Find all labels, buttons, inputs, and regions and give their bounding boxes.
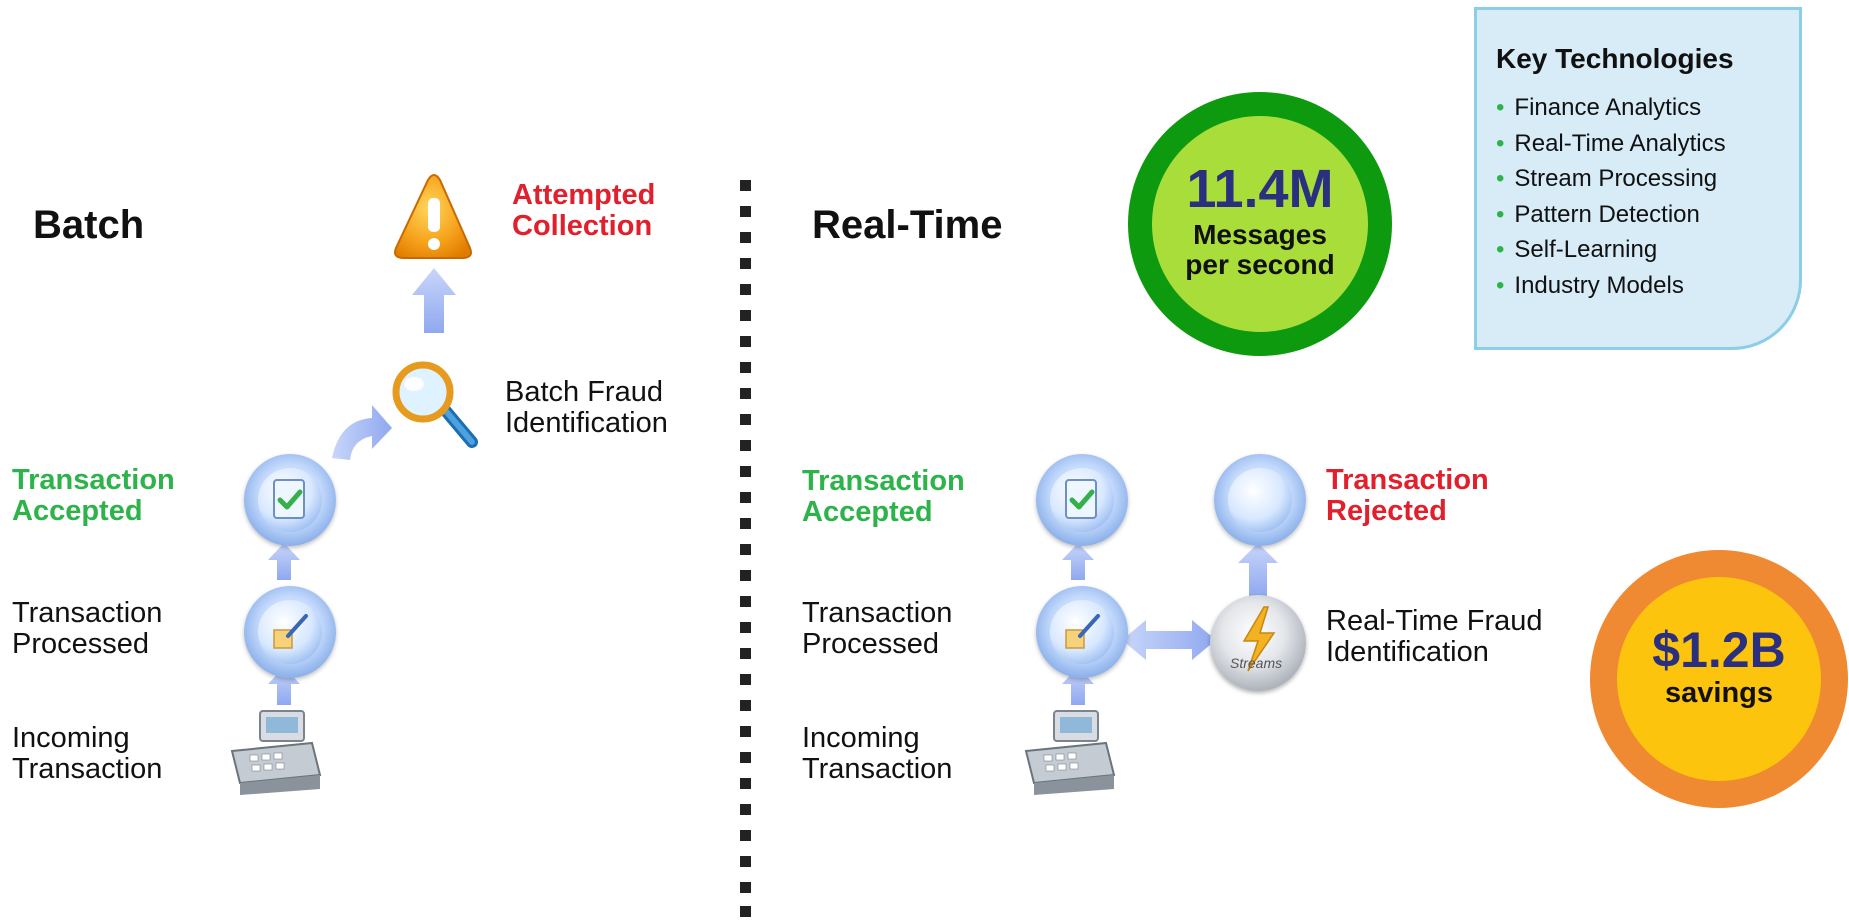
streams-logo-icon: Streams xyxy=(1210,595,1306,691)
section-divider xyxy=(740,180,751,917)
check-document-icon xyxy=(273,479,305,519)
batch-arrow-collection xyxy=(412,268,456,333)
messages-badge-value: 11.4M xyxy=(1186,159,1334,219)
messages-badge-line1: Messages xyxy=(1193,219,1327,250)
realtime-title: Real-Time xyxy=(812,203,1003,247)
savings-badge: $1.2B savings xyxy=(1590,550,1848,808)
rt-accepted-node xyxy=(1036,454,1128,546)
savings-badge-value: $1.2B xyxy=(1652,622,1786,678)
messages-badge-line2: per second xyxy=(1185,249,1335,280)
key-technologies-list: •Finance Analytics •Real-Time Analytics … xyxy=(1496,90,1726,303)
key-technologies-title: Key Technologies xyxy=(1496,43,1734,74)
pencil-document-icon xyxy=(273,614,308,649)
cash-register-icon xyxy=(1024,710,1116,795)
list-item: •Stream Processing xyxy=(1496,165,1718,192)
rt-double-arrow xyxy=(1122,620,1216,660)
list-item: •Pattern Detection xyxy=(1496,200,1700,228)
cash-register-icon xyxy=(230,710,322,795)
streams-bolt-icon xyxy=(1242,606,1276,672)
list-item: •Industry Models xyxy=(1496,271,1684,299)
batch-processed-node xyxy=(244,586,336,678)
rt-rejected-node xyxy=(1214,454,1306,546)
savings-badge-label: savings xyxy=(1665,677,1773,709)
list-item: •Real-Time Analytics xyxy=(1496,129,1726,157)
warning-icon xyxy=(394,174,472,259)
rt-processed-node xyxy=(1036,586,1128,678)
check-document-icon xyxy=(1065,479,1097,519)
pencil-document-icon xyxy=(1065,614,1100,649)
batch-arrow-accepted xyxy=(268,543,300,580)
messages-badge: 11.4M Messages per second xyxy=(1128,92,1392,356)
list-item: •Finance Analytics xyxy=(1496,94,1702,121)
streams-logo-text: Streams xyxy=(1230,655,1283,671)
magnifier-icon xyxy=(392,361,478,448)
rt-arrow-accepted xyxy=(1062,543,1094,580)
batch-title: Batch xyxy=(33,203,145,247)
batch-arrow-curve xyxy=(332,405,392,460)
rt-arrow-rejected xyxy=(1238,543,1278,597)
key-technologies-panel: Key Technologies •Finance Analytics •Rea… xyxy=(1474,7,1802,350)
list-item: •Self-Learning xyxy=(1496,236,1658,263)
batch-accepted-node xyxy=(244,454,336,546)
